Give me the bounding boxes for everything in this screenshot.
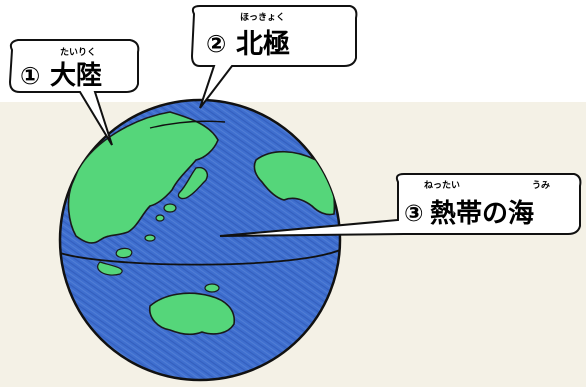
label-number: ①	[20, 62, 40, 90]
callout-tropical-sea: ねったい うみ ③ 熱帯の海	[219, 173, 582, 237]
callout-north-pole: ほっきょく ② 北極	[190, 5, 358, 109]
ruby-umi: うみ	[532, 180, 550, 191]
land-japan	[177, 166, 208, 200]
speech-bubble	[190, 5, 358, 109]
land-island	[204, 283, 220, 293]
speech-bubble	[219, 173, 582, 237]
label-continent: 大陸	[50, 61, 102, 91]
land-island	[155, 214, 165, 222]
globe	[58, 98, 342, 382]
land-island	[97, 261, 123, 276]
label-number: ②	[206, 30, 226, 58]
ruby-hokkyoku: ほっきょく	[240, 12, 285, 23]
label-north-pole: 北極	[236, 29, 290, 60]
callout-continent: たいりく ① 大陸	[8, 39, 140, 146]
land-island	[115, 247, 133, 259]
land-island	[163, 203, 177, 213]
land-asia	[67, 111, 219, 244]
ruby-nettai: ねったい	[424, 180, 460, 191]
land-australia	[148, 292, 235, 335]
ruby-tairiku: たいりく	[60, 47, 96, 58]
equator-line	[60, 249, 340, 266]
latitude-line	[149, 120, 226, 129]
label-tropical-sea: 熱帯の海	[430, 199, 534, 229]
speech-bubble	[8, 39, 140, 146]
land-island	[144, 234, 156, 242]
label-number: ③	[404, 201, 423, 227]
